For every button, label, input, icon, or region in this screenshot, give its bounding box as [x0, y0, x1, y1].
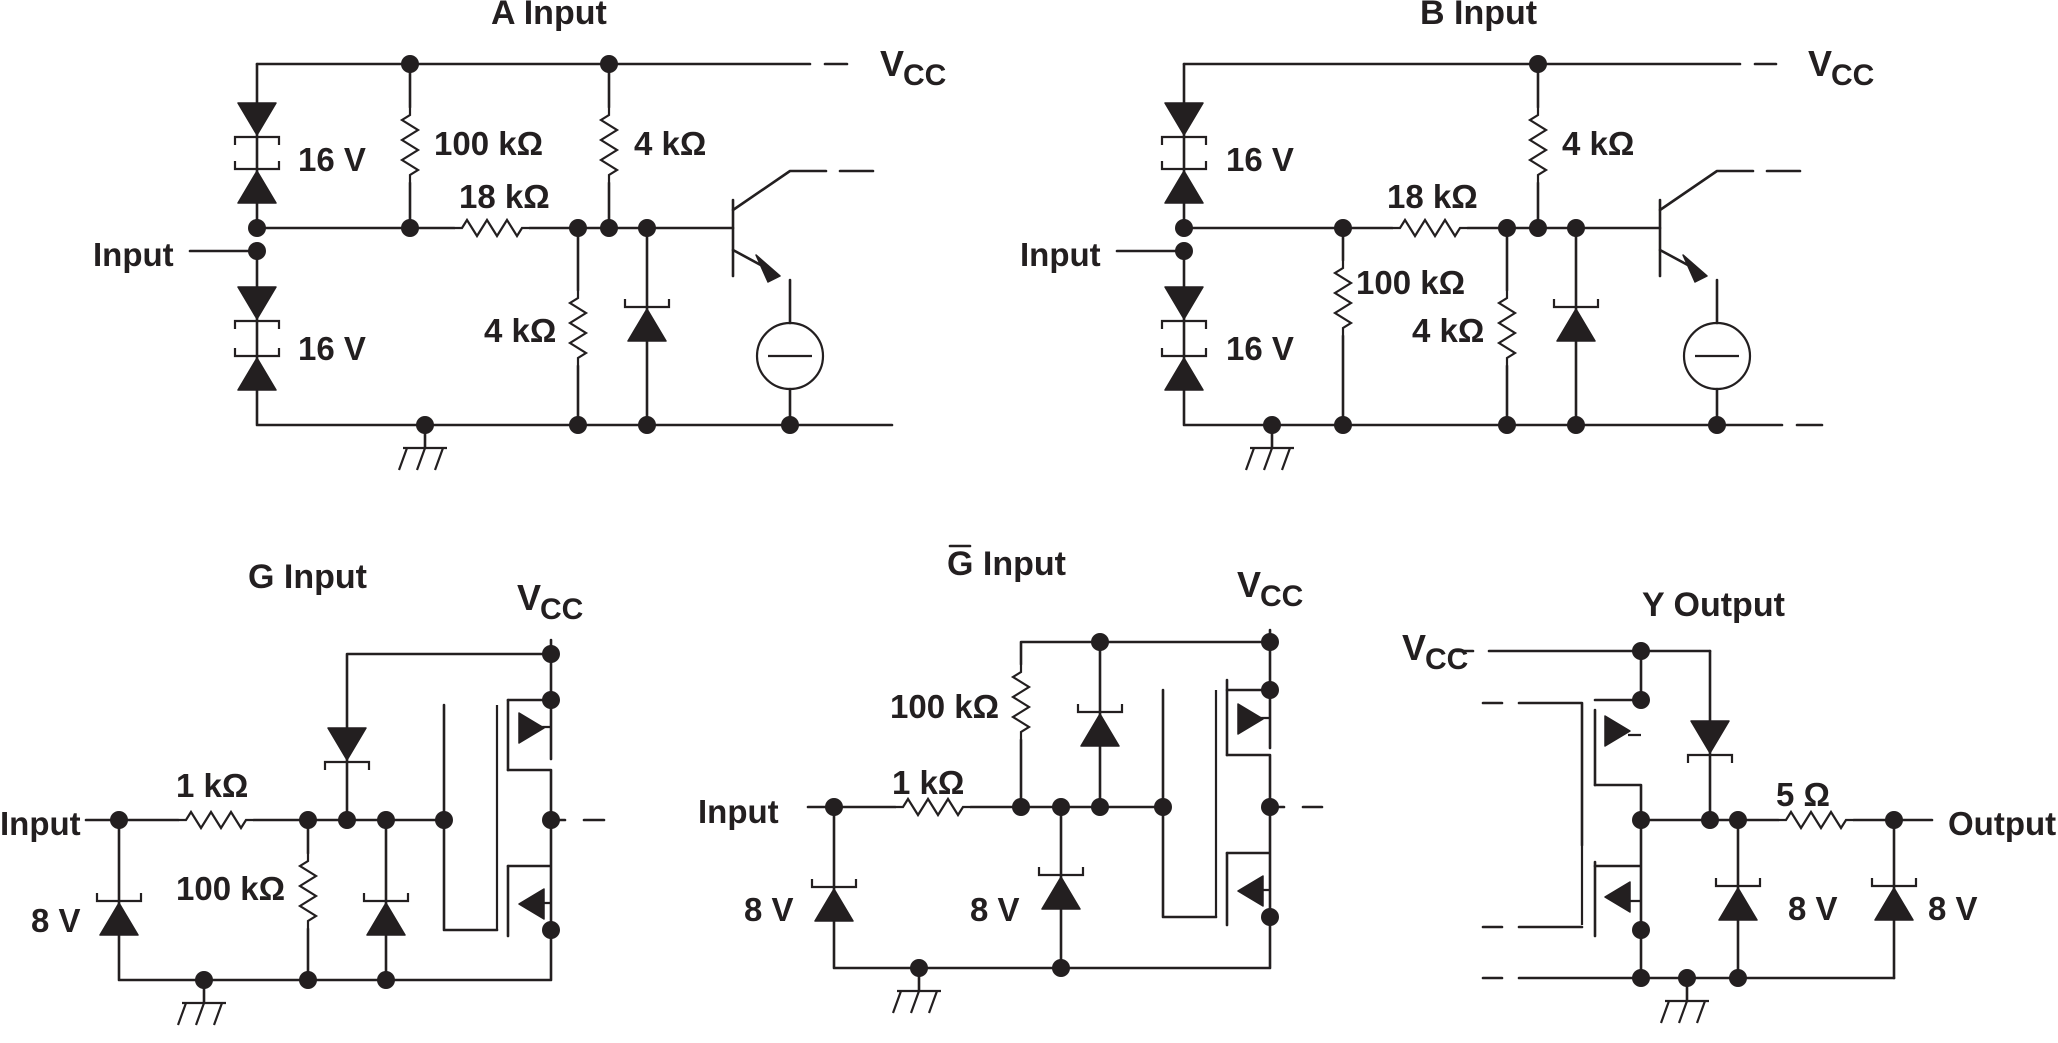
circuit-g-title: G Input: [248, 558, 367, 596]
resistor-a-4k-shunt-icon: [568, 288, 588, 368]
circuit-gbar-input: G Input V CC Input: [698, 544, 1324, 1015]
zener-label-a-bottom: 16 V: [298, 330, 366, 367]
vcc-label-gbar: V CC: [1237, 564, 1303, 613]
zener-label-b-bottom: 16 V: [1226, 330, 1294, 367]
resistor-label-g-1k: 1 kΩ: [176, 767, 248, 804]
svg-text:CC: CC: [903, 59, 946, 92]
ground-b-icon: [1244, 446, 1296, 472]
vcc-label-g: V CC: [517, 577, 583, 626]
resistor-label-a-4k-top: 4 kΩ: [634, 125, 706, 162]
svg-text:CC: CC: [1831, 59, 1874, 92]
resistor-label-gbar-1k: 1 kΩ: [892, 764, 964, 801]
junction-dots-y: [1632, 642, 1903, 987]
pmos-arrow-y-icon: [1604, 715, 1631, 747]
ground-g-icon: [176, 1001, 228, 1027]
emitter-arrow-a-icon: [755, 254, 781, 283]
zener-label-a-top: 16 V: [298, 141, 366, 178]
circuit-y-output: Y Output V CC Output: [1402, 586, 2056, 1025]
circuit-a-title: A Input: [491, 0, 607, 32]
resistor-g-100k-icon: [298, 851, 318, 931]
resistor-b-4k-top-icon: [1528, 105, 1548, 185]
pmos-arrow-g-icon: [518, 712, 545, 744]
circuit-a-input: A Input V CC Input: [93, 0, 946, 472]
pmos-arrow-gbar-icon: [1237, 703, 1264, 735]
zener-label-gbar-input: 8 V: [744, 891, 794, 928]
current-source-a-icon: [755, 321, 825, 391]
input-label-gbar: Input: [698, 793, 779, 830]
svg-text:V: V: [880, 43, 904, 84]
zener-label-y-mid: 8 V: [1788, 890, 1838, 927]
svg-text:CC: CC: [1425, 643, 1468, 676]
ground-a-icon: [397, 446, 449, 472]
circuit-a-wires: [188, 62, 894, 450]
resistor-label-a-100k: 100 kΩ: [434, 125, 543, 162]
resistor-label-g-100k: 100 kΩ: [176, 870, 285, 907]
input-label-a: Input: [93, 236, 174, 273]
resistor-label-b-4k-shunt: 4 kΩ: [1412, 312, 1484, 349]
junction-dots-g: [110, 645, 560, 989]
output-label-y: Output: [1948, 805, 2056, 842]
svg-text:G Input: G Input: [947, 545, 1066, 583]
resistor-label-a-4k-shunt: 4 kΩ: [484, 312, 556, 349]
resistor-a-4k-top-icon: [599, 105, 619, 185]
junction-dots-a: [248, 55, 799, 434]
zener-label-gbar-mid: 8 V: [970, 891, 1020, 928]
nmos-arrow-g-icon: [518, 888, 545, 920]
circuit-gbar-title: G Input: [947, 544, 1066, 583]
ground-gbar-icon: [891, 989, 943, 1015]
vcc-label-a: V CC: [880, 43, 946, 92]
zener-label-y-out: 8 V: [1928, 890, 1978, 927]
resistor-y-5ohm-icon: [1776, 810, 1856, 830]
vcc-label-y: V CC: [1402, 627, 1468, 676]
circuit-y-wires: [1455, 649, 1934, 1003]
circuit-b-title: B Input: [1420, 0, 1537, 32]
svg-text:V: V: [1808, 43, 1832, 84]
resistor-a-100k-icon: [400, 105, 420, 185]
input-label-b: Input: [1020, 236, 1101, 273]
emitter-arrow-b-icon: [1682, 254, 1708, 283]
resistor-label-y-5ohm: 5 Ω: [1776, 776, 1830, 813]
current-source-b-icon: [1682, 321, 1752, 391]
nmos-arrow-y-icon: [1604, 881, 1631, 913]
ground-y-icon: [1659, 999, 1711, 1025]
vcc-label-b: V CC: [1808, 43, 1874, 92]
svg-text:CC: CC: [1260, 580, 1303, 613]
resistor-label-b-18k: 18 kΩ: [1387, 178, 1478, 215]
resistor-label-a-18k: 18 kΩ: [459, 178, 550, 215]
svg-text:V: V: [1402, 627, 1426, 668]
resistor-a-18k-icon: [452, 218, 532, 238]
circuit-b-wires: [1115, 62, 1824, 450]
resistor-b-4k-shunt-icon: [1497, 288, 1517, 368]
input-label-g: Input: [0, 805, 81, 842]
resistor-label-b-100k: 100 kΩ: [1356, 264, 1465, 301]
resistor-b-18k-icon: [1390, 218, 1470, 238]
resistor-label-gbar-100k: 100 kΩ: [890, 688, 999, 725]
junction-dots-gbar: [825, 633, 1279, 977]
resistor-gbar-1k-icon: [893, 797, 973, 817]
junction-dots-b: [1175, 55, 1726, 434]
zener-label-b-top: 16 V: [1226, 141, 1294, 178]
resistor-b-100k-icon: [1333, 258, 1353, 338]
resistor-label-b-4k-top: 4 kΩ: [1562, 125, 1634, 162]
circuit-b-input: B Input V CC Input: [1020, 0, 1874, 472]
svg-text:V: V: [517, 577, 541, 618]
zener-label-g: 8 V: [31, 902, 81, 939]
svg-text:CC: CC: [540, 593, 583, 626]
circuit-y-title: Y Output: [1642, 586, 1785, 624]
nmos-arrow-gbar-icon: [1237, 875, 1264, 907]
resistor-gbar-100k-icon: [1011, 662, 1031, 742]
resistor-g-1k-icon: [176, 810, 256, 830]
svg-text:V: V: [1237, 564, 1261, 605]
circuit-g-input: G Input V CC Input: [0, 558, 606, 1027]
